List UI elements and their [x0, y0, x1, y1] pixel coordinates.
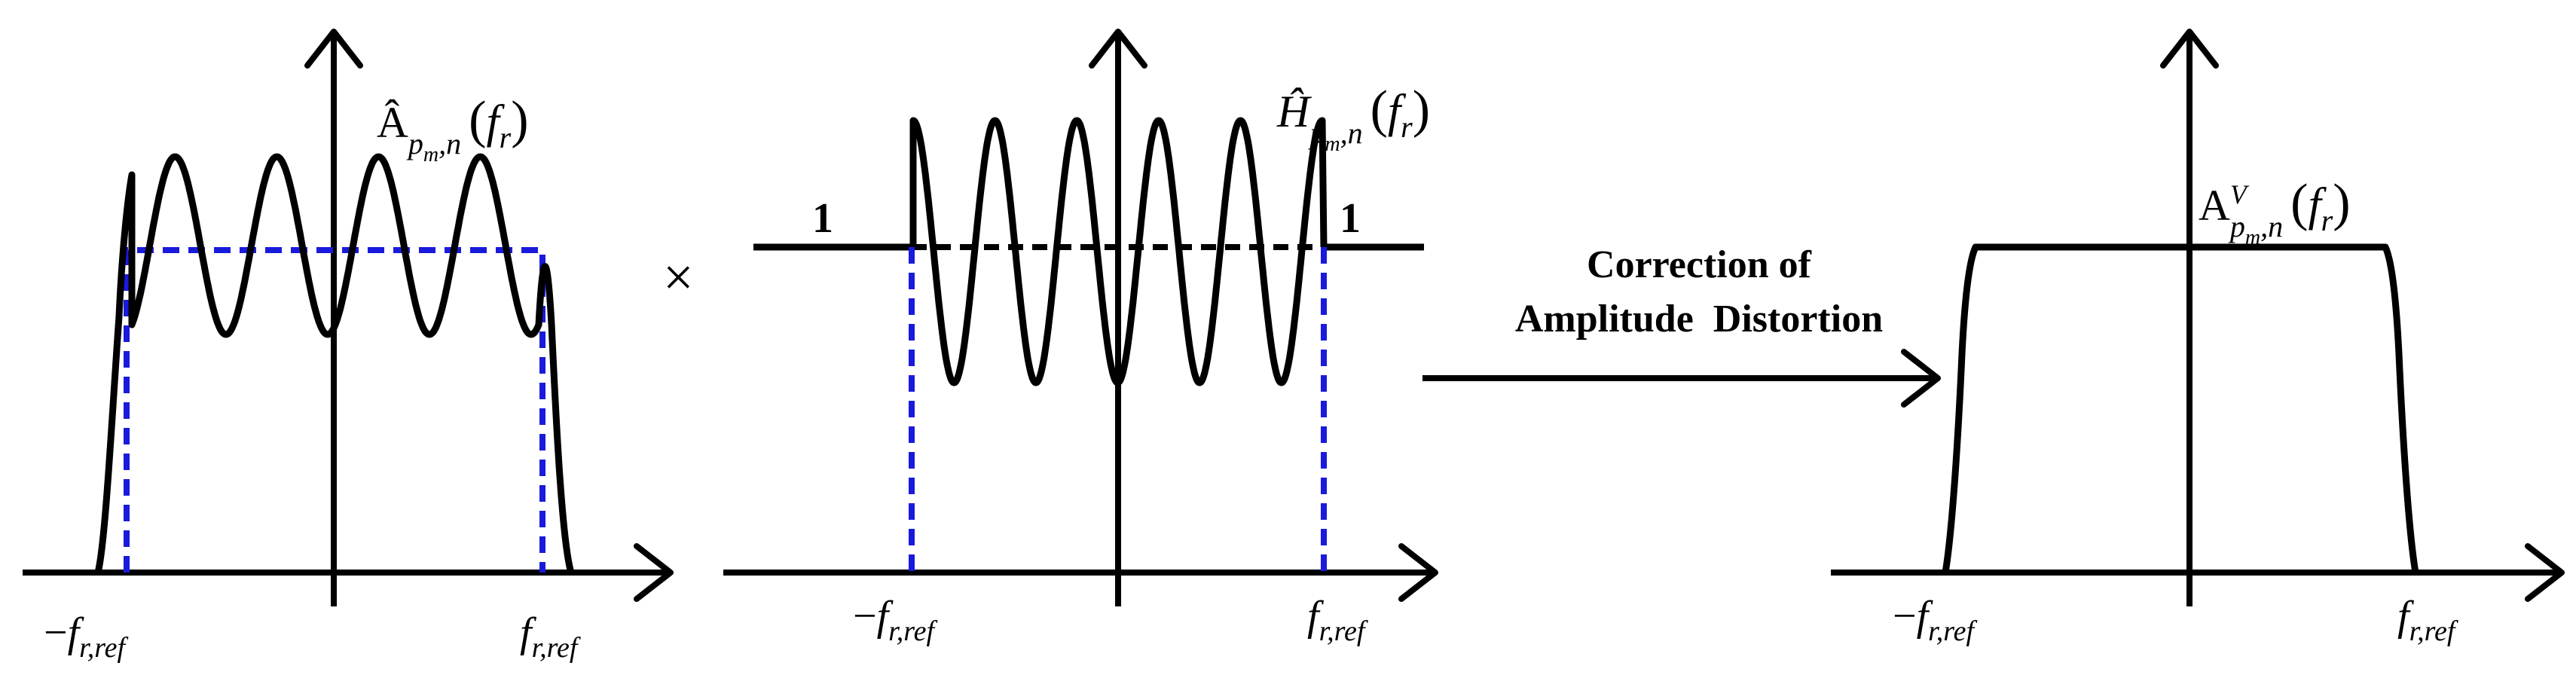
panel1-function-label: Âpm,n(fr)	[377, 91, 529, 166]
panel1-x-arrowhead	[634, 543, 674, 602]
panel1-left-tick-label: −fr,ref	[44, 609, 128, 664]
panel-1: Âpm,n(fr) −fr,ref fr,ref	[23, 29, 674, 664]
panel2-level-right-label: 1	[1340, 195, 1361, 242]
panel2-level-left-label: 1	[812, 195, 833, 242]
panel2-y-arrowhead	[1089, 29, 1147, 69]
correction-arrow-head	[1901, 349, 1941, 408]
panel1-right-tick-label: fr,ref	[520, 609, 581, 664]
panel2-function-label: Ĥpm,n(fr)	[1276, 81, 1430, 156]
correction-text-line2: Amplitude Distortion	[1515, 298, 1883, 341]
panel3-left-tick-label: −fr,ref	[1893, 593, 1977, 647]
panel3-x-arrowhead	[2525, 543, 2565, 602]
panel3-right-tick-label: fr,ref	[2397, 593, 2458, 647]
correction-arrow-group: Correction of Amplitude Distortion	[1422, 243, 1941, 408]
panel1-y-arrowhead	[304, 29, 363, 69]
panel3-flat-spectrum	[1942, 243, 2419, 573]
correction-text-line1: Correction of	[1587, 243, 1812, 286]
panel3-y-arrowhead	[2160, 29, 2219, 69]
multiply-operator: ×	[663, 247, 694, 307]
panel1-blue-dashed-box	[124, 247, 545, 573]
panel1-ripple-curve	[94, 153, 575, 574]
panel-2: 1 1 Ĥpm,n(fr) −fr,ref fr,ref	[723, 29, 1438, 647]
panel2-right-tick-label: fr,ref	[1307, 593, 1368, 647]
panel2-left-tick-label: −fr,ref	[853, 593, 937, 647]
panel2-inverse-curve	[909, 117, 1328, 386]
panel2-x-arrowhead	[1398, 543, 1438, 602]
